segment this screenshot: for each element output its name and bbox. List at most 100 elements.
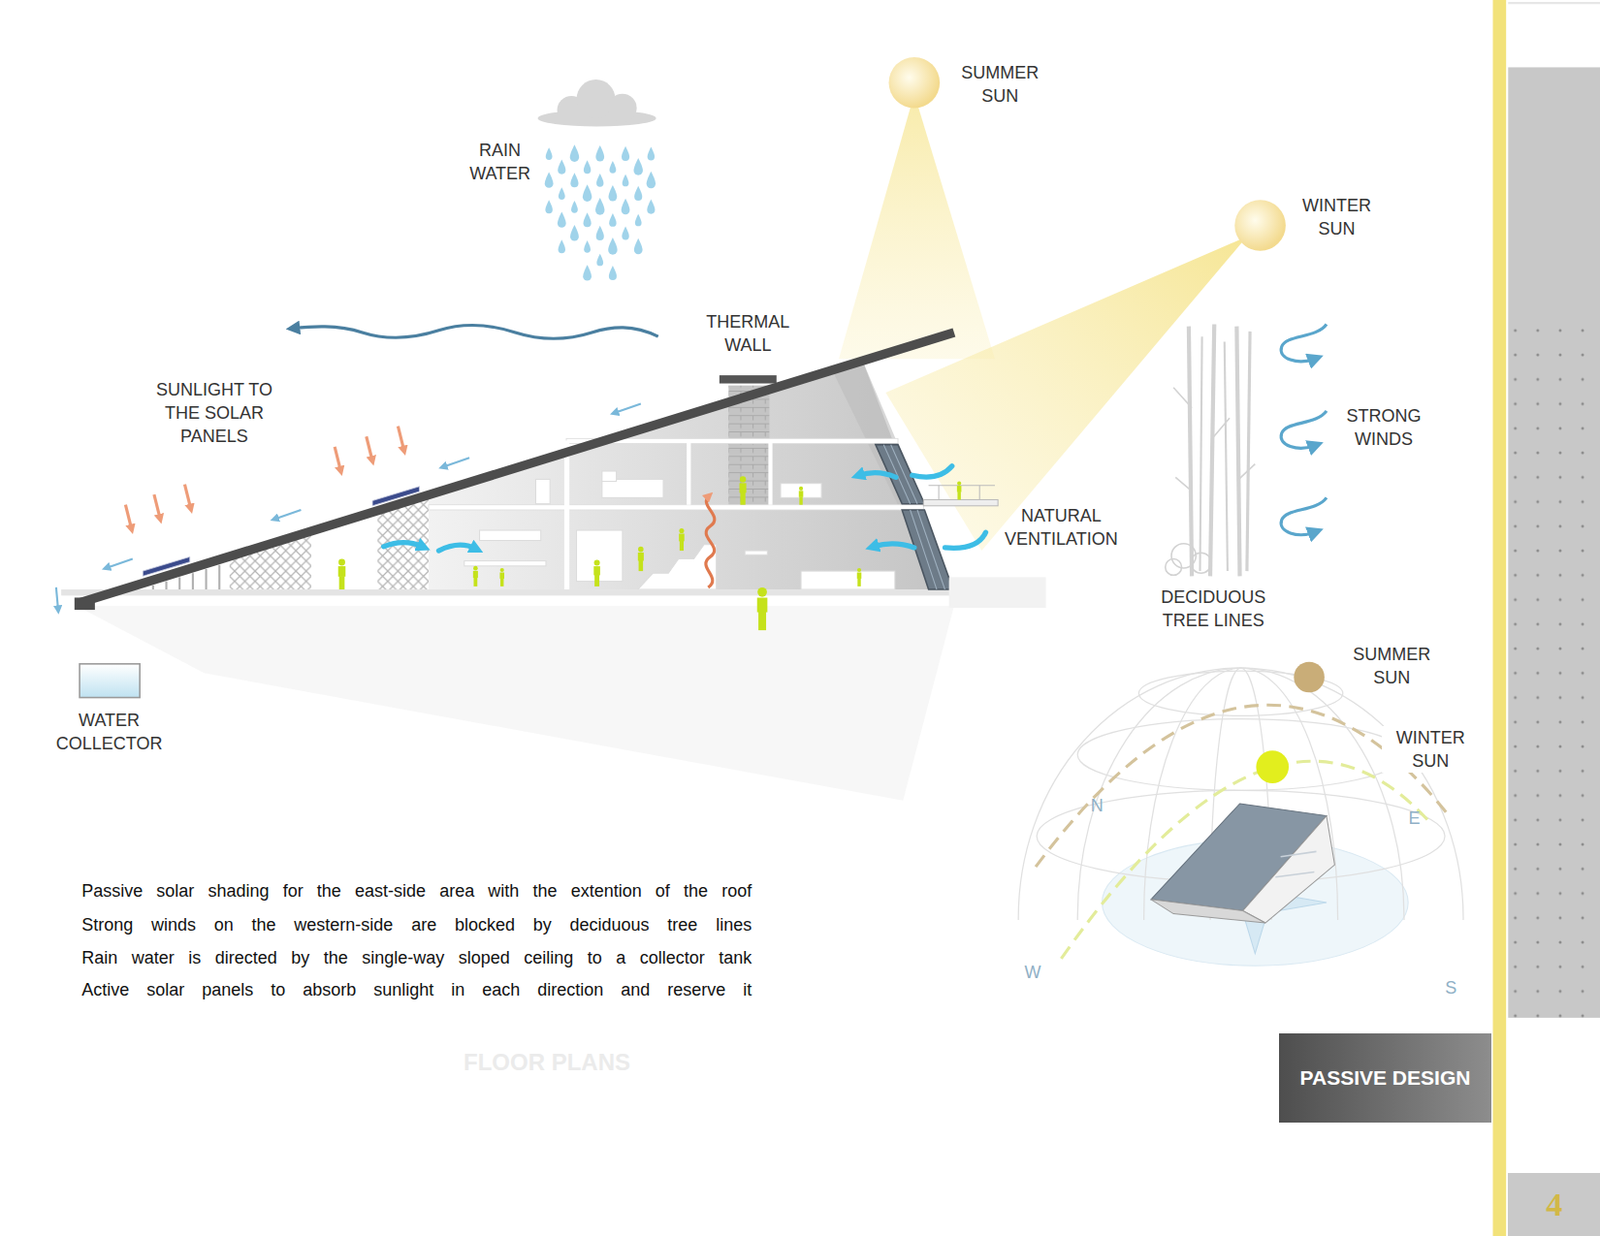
section-title: PASSIVE DESIGN <box>1300 1066 1472 1090</box>
raindrops <box>570 172 578 188</box>
raindrops <box>646 171 656 190</box>
wind-swirls <box>1280 411 1327 448</box>
sun-path-diagram <box>1280 851 1317 857</box>
description-line: Passive solar shading for the east-side … <box>81 879 752 903</box>
people-figures <box>799 486 803 491</box>
people-figures <box>473 577 478 587</box>
people-figures <box>638 552 644 562</box>
house-section <box>602 479 664 498</box>
ventilation-arrows <box>873 544 915 548</box>
page-border <box>1507 326 1600 1019</box>
part-label: SUNLIGHT TO THE SOLAR PANELS <box>141 378 288 448</box>
people-figures <box>338 558 346 566</box>
house-section <box>61 359 1046 608</box>
deciduous-trees <box>1165 558 1183 576</box>
people-figures <box>757 598 768 613</box>
people-figures <box>957 481 961 486</box>
people-figures <box>593 566 601 576</box>
section-tab: PASSIVE DESIGN <box>1279 1033 1493 1123</box>
people-figures <box>739 492 745 506</box>
solar-panels <box>142 556 190 576</box>
raindrops <box>646 199 655 215</box>
raindrops <box>621 226 629 241</box>
house-section <box>800 571 896 590</box>
people-figures <box>799 496 802 505</box>
people-figures <box>857 568 862 573</box>
deciduous-trees <box>1173 387 1255 490</box>
wind-swirls <box>1280 324 1327 362</box>
runoff-arrows <box>613 404 640 414</box>
raindrops <box>571 200 578 214</box>
people-figures <box>594 575 600 587</box>
house-section <box>480 530 542 542</box>
people-figures <box>639 560 644 572</box>
people-figures <box>473 566 479 572</box>
raindrops <box>570 144 579 162</box>
sun-label: SUMMER SUN <box>1343 642 1440 690</box>
part-label: DECIDUOUS TREE LINES <box>1145 585 1281 633</box>
roof <box>74 597 96 610</box>
raindrops <box>583 240 591 254</box>
page-border <box>1507 66 1600 1018</box>
people-figures <box>799 490 804 497</box>
people-figures <box>799 486 804 506</box>
people-figures <box>338 558 347 590</box>
sun-label: SUMMER SUN <box>951 61 1049 108</box>
deciduous-trees <box>1171 544 1196 569</box>
description-line: Active solar panels to absorb sunlight i… <box>81 978 752 1002</box>
people-figures <box>593 560 601 587</box>
house-section <box>686 440 691 505</box>
sun-path-diagram <box>1255 750 1289 784</box>
compass-letter: W <box>1021 960 1045 985</box>
raindrops <box>596 173 604 188</box>
cloud <box>608 94 637 123</box>
raindrops <box>595 145 605 161</box>
house-section <box>164 581 167 590</box>
people-figures <box>739 482 747 493</box>
part-label: NATURAL VENTILATION <box>992 504 1129 551</box>
sun-beams <box>838 94 1248 551</box>
sun-path-diagram <box>1243 816 1336 924</box>
people-figures <box>857 568 863 587</box>
people-figures <box>857 578 861 587</box>
house-section <box>744 550 768 555</box>
people-figures <box>957 491 960 500</box>
people-figures <box>739 476 747 505</box>
people-figures <box>857 572 863 578</box>
sun-path-diagram <box>1151 899 1266 924</box>
raindrops <box>634 186 642 201</box>
cloud <box>538 79 657 127</box>
suns <box>1234 199 1286 252</box>
house-section <box>564 440 570 590</box>
raindrops <box>647 147 655 161</box>
house-section <box>152 585 155 590</box>
ventilation-arrows <box>912 466 953 478</box>
wind-swirls <box>1280 324 1327 536</box>
house-section <box>768 440 772 505</box>
raindrops <box>621 198 631 215</box>
raindrops <box>583 160 591 174</box>
people-figures <box>757 587 768 598</box>
people-figures <box>338 476 962 631</box>
runoff-arrows <box>56 587 59 610</box>
raindrops <box>608 237 617 256</box>
compass-letter: N <box>1085 794 1109 818</box>
weather-label: RAIN WATER <box>456 138 544 186</box>
solar-panels <box>372 486 419 507</box>
raindrops <box>633 158 642 176</box>
house-section <box>917 510 945 590</box>
raindrops <box>557 211 567 227</box>
raindrops <box>621 146 630 161</box>
raindrops <box>635 214 642 227</box>
people-figures <box>473 566 479 587</box>
page-border <box>1493 0 1507 1236</box>
raindrops <box>622 174 630 188</box>
raindrops <box>558 239 566 254</box>
sun-path-diagram <box>1144 668 1339 921</box>
roof <box>76 332 955 605</box>
house-section <box>178 576 181 590</box>
sunlight-arrows <box>184 484 191 510</box>
sun-path-diagram <box>1018 668 1464 921</box>
people-figures <box>957 481 962 501</box>
